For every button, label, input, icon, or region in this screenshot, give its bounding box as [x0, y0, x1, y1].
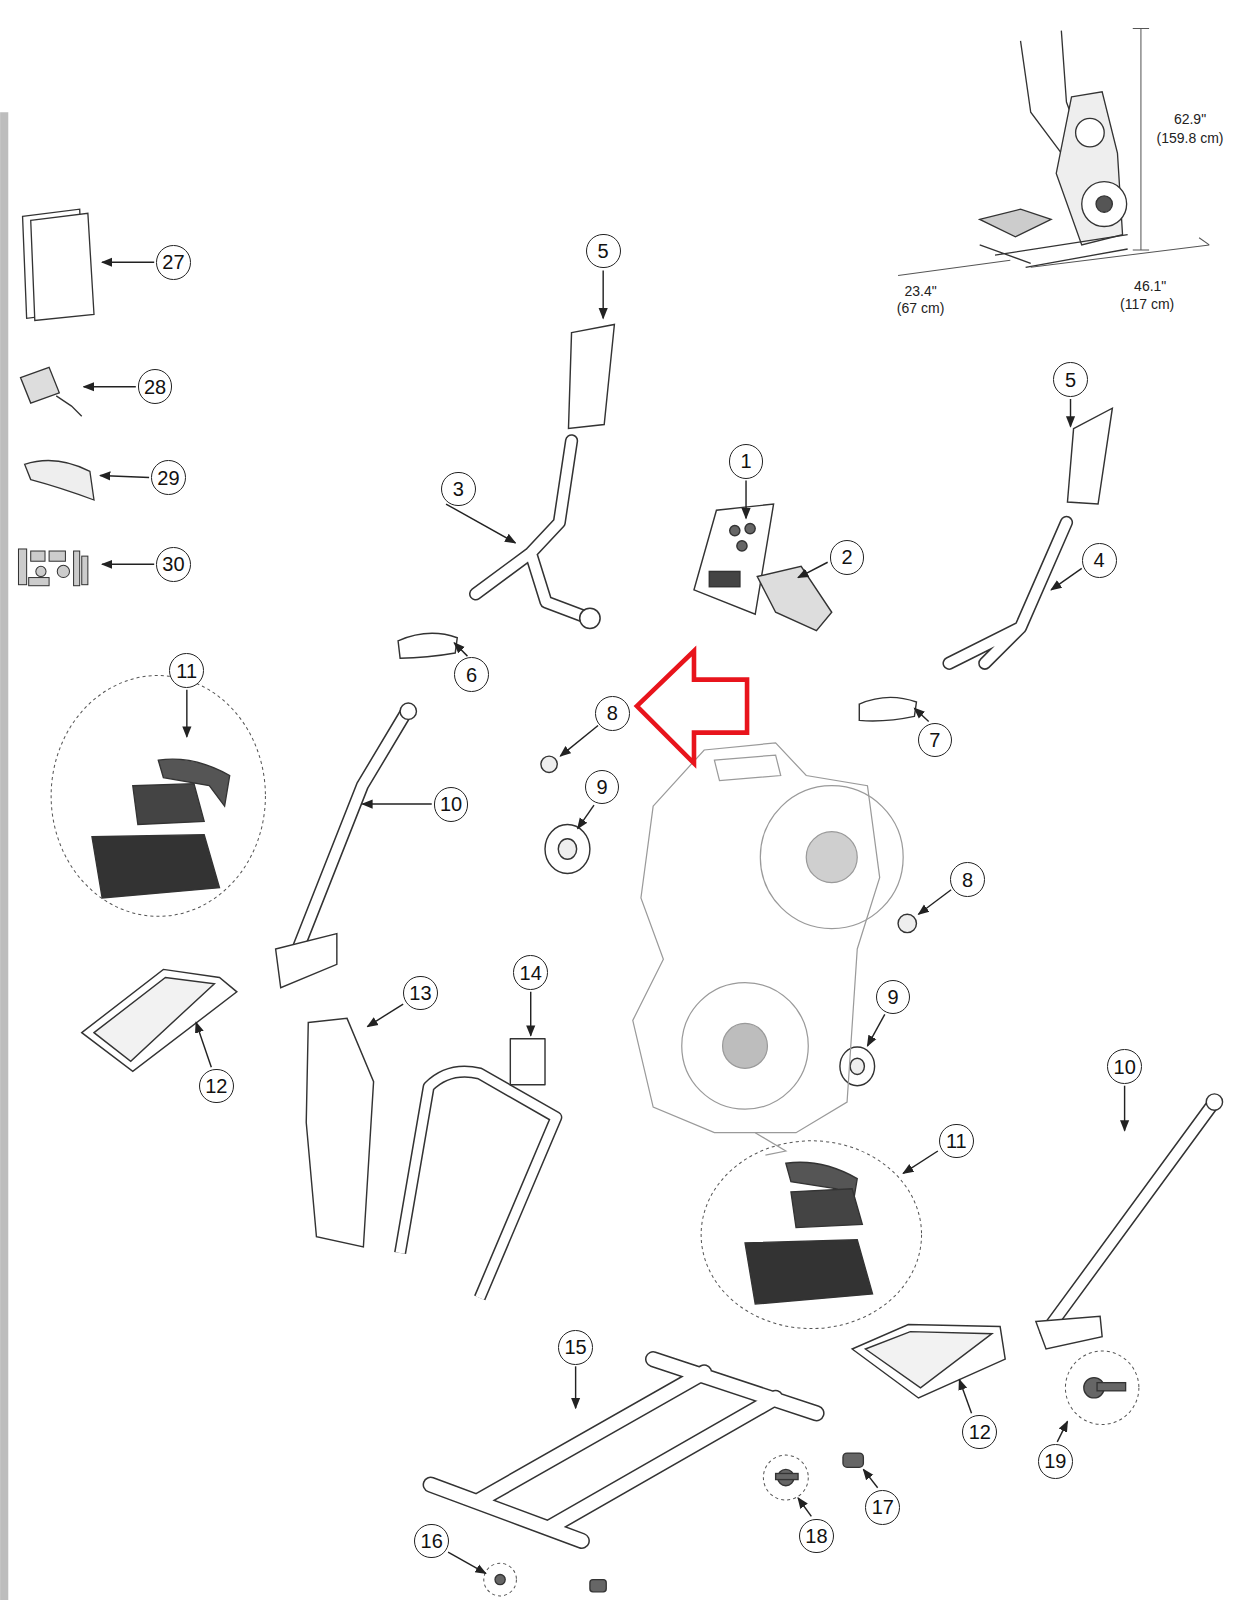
callout-number: 10 — [1114, 1057, 1136, 1077]
callout-circle: 4 — [1082, 543, 1117, 578]
callout-number: 8 — [962, 870, 973, 890]
callout-circle: 1 — [729, 444, 764, 479]
callout-number: 19 — [1044, 1451, 1066, 1471]
callout-number: 3 — [453, 479, 464, 499]
callout-number: 5 — [1065, 370, 1076, 390]
console — [694, 504, 832, 631]
callout-number: 7 — [929, 730, 940, 750]
callout-number: 15 — [564, 1337, 586, 1357]
side-bar — [0, 112, 8, 1600]
main-frame — [633, 743, 903, 1155]
callout-circle: 14 — [513, 955, 548, 990]
group-outline — [51, 676, 1139, 1596]
callout-circle: 10 — [434, 787, 469, 822]
sensor-icon — [21, 367, 82, 416]
callout-circle: 15 — [558, 1330, 593, 1365]
callout-number: 13 — [409, 983, 431, 1003]
callout-circle: 27 — [156, 245, 191, 280]
dimension-label: 46.1" — [1133, 279, 1167, 294]
callout-circle: 7 — [918, 723, 953, 758]
callout-number: 6 — [466, 665, 477, 685]
callout-circle: 11 — [939, 1124, 974, 1159]
callout-number: 8 — [607, 703, 618, 723]
callout-number: 4 — [1094, 550, 1105, 570]
base-frame — [431, 1359, 817, 1541]
callout-number: 12 — [205, 1076, 227, 1096]
dimension-lines — [898, 29, 1209, 276]
callout-number: 11 — [176, 661, 197, 681]
cover-icon — [25, 461, 94, 500]
dimension-label: (117 cm) — [1119, 297, 1175, 312]
callout-circle: 5 — [1053, 362, 1088, 397]
callout-circle: 3 — [441, 472, 476, 507]
leader-arrow — [84, 262, 1125, 1573]
bushing — [541, 756, 917, 1086]
dimension-label: (67 cm) — [896, 301, 945, 316]
callout-number: 1 — [740, 451, 751, 471]
callout-circle: 8 — [950, 862, 985, 897]
callout-number: 9 — [887, 987, 898, 1007]
grip — [398, 324, 1112, 720]
support-frame — [400, 1039, 556, 1298]
callout-number: 16 — [421, 1531, 443, 1551]
handlebar-flange — [580, 608, 600, 628]
callout-circle: 19 — [1038, 1444, 1073, 1479]
dimension-label: (159.8 cm) — [1156, 131, 1225, 146]
callout-circle: 6 — [454, 657, 489, 692]
machine-thumbnail — [980, 31, 1128, 268]
front-cover — [306, 1018, 373, 1247]
callout-circle: 17 — [865, 1490, 900, 1525]
callout-number: 2 — [842, 547, 853, 567]
dimension-label: 62.9" — [1173, 112, 1207, 127]
handlebar — [476, 441, 1067, 663]
highlight-arrow — [637, 651, 747, 763]
callout-circle: 16 — [414, 1524, 449, 1559]
callout-circle: 10 — [1107, 1049, 1142, 1084]
callout-number: 11 — [946, 1131, 967, 1151]
pedal-parts — [92, 759, 873, 1304]
small-parts — [495, 1378, 1126, 1592]
callout-circle: 9 — [585, 770, 620, 805]
callout-circle: 8 — [595, 696, 630, 731]
pedal-tray — [82, 969, 1005, 1398]
callout-number: 30 — [162, 554, 184, 574]
callout-number: 5 — [598, 241, 609, 261]
callout-number: 18 — [805, 1526, 827, 1546]
callout-circle: 9 — [876, 980, 911, 1015]
dimension-label: 23.4" — [903, 284, 937, 299]
callout-circle: 13 — [403, 976, 438, 1011]
callout-number: 29 — [157, 468, 179, 488]
callout-number: 14 — [520, 963, 542, 983]
callout-circle: 30 — [156, 547, 191, 582]
callout-circle: 5 — [586, 234, 621, 269]
callout-number: 10 — [440, 794, 462, 814]
callout-circle: 12 — [199, 1069, 234, 1104]
callout-circle: 18 — [799, 1519, 834, 1554]
callout-circle: 11 — [169, 653, 204, 688]
callout-number: 9 — [597, 777, 608, 797]
callout-number: 17 — [872, 1497, 894, 1517]
pivot — [276, 703, 1223, 1349]
pedal-arm — [288, 712, 1215, 1331]
callout-circle: 28 — [138, 369, 173, 404]
callout-circle: 2 — [830, 540, 865, 575]
callout-number: 28 — [144, 377, 166, 397]
manual-icon — [23, 209, 94, 320]
callout-circle: 12 — [962, 1415, 997, 1450]
callout-circle: 29 — [151, 460, 186, 495]
callout-number: 12 — [969, 1422, 991, 1442]
hardware-icon — [18, 549, 87, 586]
callout-number: 27 — [162, 252, 184, 272]
